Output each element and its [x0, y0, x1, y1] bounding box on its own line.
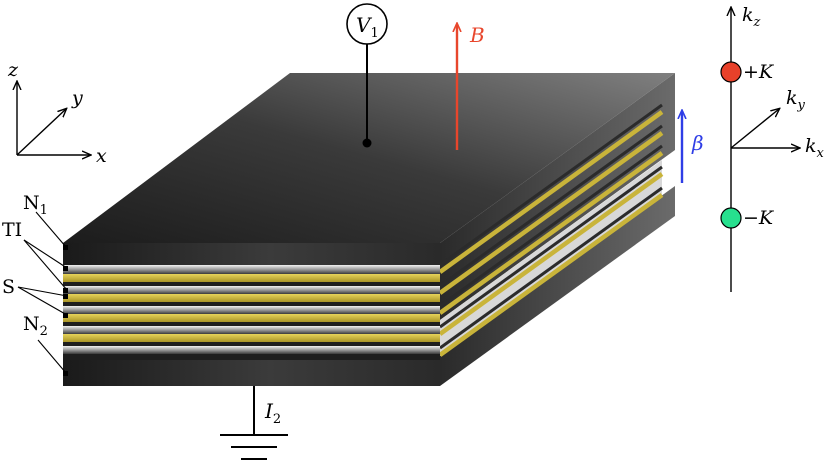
slab-right-side: [438, 73, 675, 386]
z-axis-label: z: [7, 59, 19, 81]
beta-field: β: [682, 111, 704, 183]
layer-n2-slab: [63, 360, 440, 386]
layer-n1-slab: [63, 243, 440, 265]
layer-labels: N1 TI S N2: [2, 192, 68, 376]
side-stripes: [438, 110, 664, 357]
voltmeter: V1: [346, 3, 388, 148]
weyl-node-minus: [720, 207, 742, 229]
slab-top-face: [63, 73, 675, 243]
voltage-contact-dot: [362, 138, 372, 148]
real-space-axes: z y x: [7, 59, 107, 167]
plus-K-label: +K: [743, 61, 775, 83]
ky-axis: [730, 109, 779, 149]
weyl-node-plus: [720, 61, 742, 83]
s-layer-stripe: [63, 294, 440, 302]
s-label: S: [2, 276, 15, 298]
ky-label: ky: [786, 87, 806, 113]
slab-front-face: [63, 243, 440, 386]
x-axis-label: x: [96, 145, 107, 167]
n2-label: N2: [23, 313, 48, 339]
y-axis-label: y: [71, 87, 83, 109]
ti-label: TI: [2, 219, 22, 241]
ti-layer-stripe: [63, 274, 440, 282]
minus-K-label: −K: [743, 207, 775, 229]
n1-label: N1: [23, 192, 48, 218]
B-label: B: [469, 23, 485, 47]
kz-label: kz: [742, 4, 761, 30]
magnetic-field-B: B: [457, 23, 485, 150]
momentum-space-axes: kz ky kx +K −K: [720, 4, 825, 292]
ground-contact: I2: [220, 386, 288, 460]
kx-label: kx: [805, 135, 825, 161]
voltmeter-circle: [346, 3, 388, 45]
voltmeter-label: V1: [356, 13, 379, 41]
current-label: I2: [264, 399, 281, 427]
beta-label: β: [691, 131, 704, 155]
y-axis-arrow: [16, 109, 66, 156]
